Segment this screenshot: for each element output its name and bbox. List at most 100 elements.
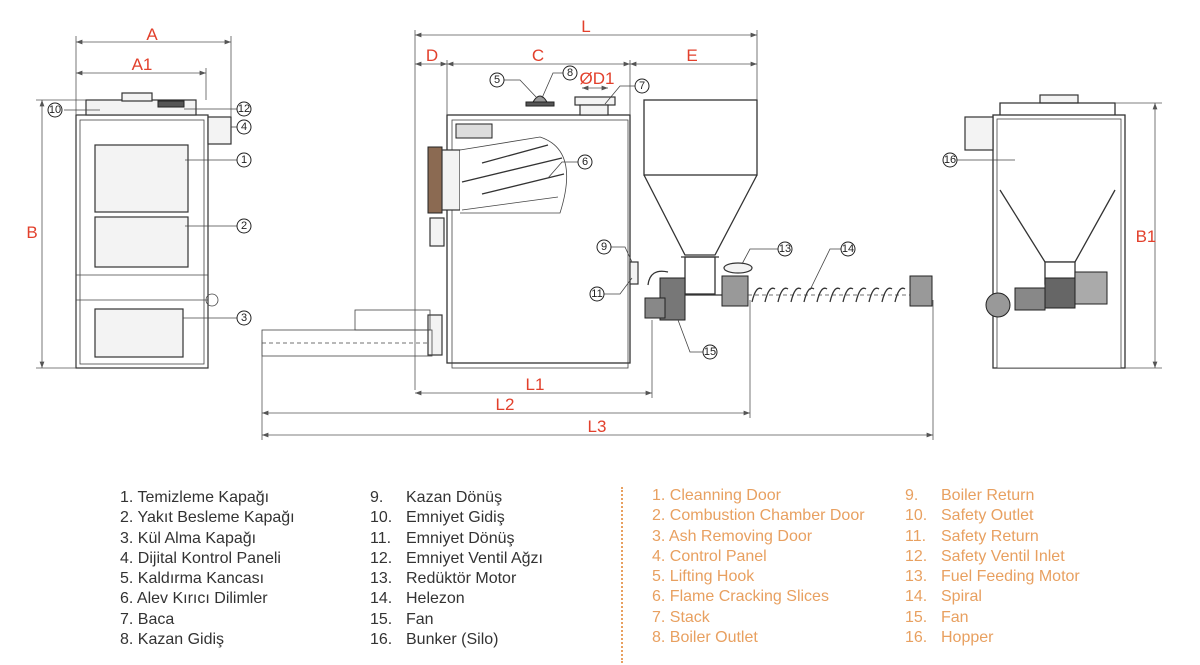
legend-item-number: 16. (905, 629, 928, 647)
legend-item: 14. Helezon (370, 589, 543, 609)
front-view: A A1 B 10 12 4 1 2 3 (26, 25, 252, 369)
legend-item: 16. Bunker (Silo) (370, 630, 543, 650)
legend-item-label: Safety Outlet (941, 507, 1034, 525)
legend-item-number: 15. (370, 610, 393, 628)
dim-D: D (426, 46, 438, 65)
legend-item-label: Fuel Feeding Motor (941, 568, 1080, 586)
callout-6: 6 (582, 156, 588, 168)
legend-turkish-col2: 9. Kazan Dönüş 10. Emniyet Gidiş 11. Emniyet … (370, 488, 543, 650)
legend-item-number: 14. (905, 588, 928, 606)
callout-2: 2 (241, 220, 247, 232)
legend-item-number: 12. (370, 549, 393, 567)
dim-A: A (146, 25, 158, 44)
legend-item: 4. Dijital Kontrol Paneli (120, 549, 281, 567)
legend-item-number: 13. (905, 568, 928, 586)
callout-9: 9 (601, 241, 607, 253)
legend-turkish-col1: 1. Temizleme Kapağı 2. Yakıt Besleme Kapa… (120, 488, 295, 650)
legend-item-label: Safety Ventil Inlet (941, 547, 1065, 565)
legend-item: 2. Combustion Chamber Door (652, 507, 865, 525)
callout-12: 12 (238, 103, 250, 115)
legend-item: 15. Fan (370, 610, 543, 630)
technical-drawing: A A1 B 10 12 4 1 2 3 (26, 17, 1162, 440)
legend-item-label: Fan (406, 610, 434, 628)
legend-item: 1. Temizleme Kapağı (120, 489, 270, 506)
callout-10: 10 (49, 104, 61, 116)
legend-item-number: 10. (370, 509, 393, 527)
legend-item-label: Safety Return (941, 527, 1039, 545)
legend-item-label: Redüktör Motor (406, 570, 517, 588)
legend-item-label: Fan (941, 608, 969, 626)
callout-7: 7 (639, 80, 645, 92)
dim-D1: ØD1 (580, 69, 615, 88)
callout-8: 8 (567, 67, 573, 79)
legend-item-label: Boiler Return (941, 487, 1035, 504)
legend-item: 2. Yakıt Besleme Kapağı (120, 509, 295, 527)
ash-removing-door (94, 308, 184, 358)
legend-item: 16. Hopper (905, 628, 1080, 648)
dim-B: B (26, 223, 37, 242)
legend-item-label: Helezon (406, 590, 465, 608)
combustion-chamber-door (94, 216, 189, 268)
legend-item: 8. Kazan Gidiş (120, 631, 225, 649)
cleaning-door (94, 144, 189, 213)
legend-item: 11. Emniyet Dönüş (370, 529, 543, 549)
legend-item: 13. Fuel Feeding Motor (905, 567, 1080, 587)
callout-15: 15 (704, 346, 716, 358)
legend-item: 14. Spiral (905, 587, 1080, 607)
legend-item-number: 15. (905, 608, 928, 626)
legend-item-number: 11. (905, 527, 927, 545)
legend-item-number: 11. (370, 529, 392, 547)
legend-item-label: Emniyet Gidiş (406, 509, 505, 527)
legend-item: 3. Ash Removing Door (652, 527, 813, 545)
legend-english-col1: 1. Cleanning Door 2. Combustion Chamber D… (652, 486, 865, 648)
dim-L: L (581, 17, 590, 36)
dim-B1: B1 (1136, 227, 1157, 246)
legend-item-number: 13. (370, 570, 393, 588)
legend-item-number: 10. (905, 507, 928, 525)
legend-divider (621, 487, 623, 663)
legend-item: 8. Boiler Outlet (652, 629, 758, 647)
legend-item: 5. Lifting Hook (652, 568, 755, 586)
legend-english-col2: 9. Boiler Return 10. Safety Outlet 11. Safety… (905, 486, 1080, 648)
dim-L3: L3 (588, 417, 607, 436)
callout-5: 5 (494, 74, 500, 86)
legend-item: 6. Alev Kırıcı Dilimler (120, 590, 268, 608)
legend-item-number: 9. (905, 487, 919, 504)
feed-spiral (751, 287, 906, 303)
side-view: L D C E ØD1 L1 L2 L3 5 8 7 (261, 17, 934, 440)
legend-item-label: Emniyet Dönüş (406, 529, 515, 547)
legend-item: 9. Boiler Return (905, 486, 1080, 506)
legend-item: 12. Emniyet Ventil Ağzı (370, 549, 543, 569)
legend-item-number: 12. (905, 547, 928, 565)
legend-item-label: Kazan Dönüş (406, 489, 503, 506)
legend-item-label: Hopper (941, 629, 994, 647)
legend-item: 12. Safety Ventil Inlet (905, 547, 1080, 567)
legend-item: 10. Emniyet Gidiş (370, 508, 543, 528)
callout-14: 14 (842, 243, 854, 255)
legend-item: 10. Safety Outlet (905, 506, 1080, 526)
legend-item-label: Emniyet Ventil Ağzı (406, 549, 543, 567)
callout-3: 3 (241, 312, 247, 324)
legend-item: 3. Kül Alma Kapağı (120, 529, 257, 547)
legend-item: 9. Kazan Dönüş (370, 488, 543, 508)
dim-L2: L2 (496, 395, 515, 414)
dim-L1: L1 (526, 375, 545, 394)
legend-item-label: Bunker (Silo) (406, 631, 499, 649)
legend-item-number: 16. (370, 631, 393, 649)
legend-item-number: 9. (370, 489, 384, 506)
legend-item: 7. Baca (120, 610, 175, 628)
callout-1: 1 (241, 154, 247, 166)
dim-E: E (686, 46, 697, 65)
legend-item: 5. Kaldırma Kancası (120, 570, 265, 588)
legend-item: 13. Redüktör Motor (370, 569, 543, 589)
dim-A1: A1 (132, 55, 153, 74)
legend-item: 7. Stack (652, 608, 710, 626)
callout-11: 11 (591, 288, 602, 300)
legend-item: 15. Fan (905, 608, 1080, 628)
legend-item-number: 14. (370, 590, 393, 608)
dim-C: C (532, 46, 544, 65)
legend-item-label: Spiral (941, 588, 982, 606)
callout-13: 13 (779, 243, 791, 255)
legend-item: 11. Safety Return (905, 527, 1080, 547)
legend-item: 1. Cleanning Door (652, 487, 781, 504)
